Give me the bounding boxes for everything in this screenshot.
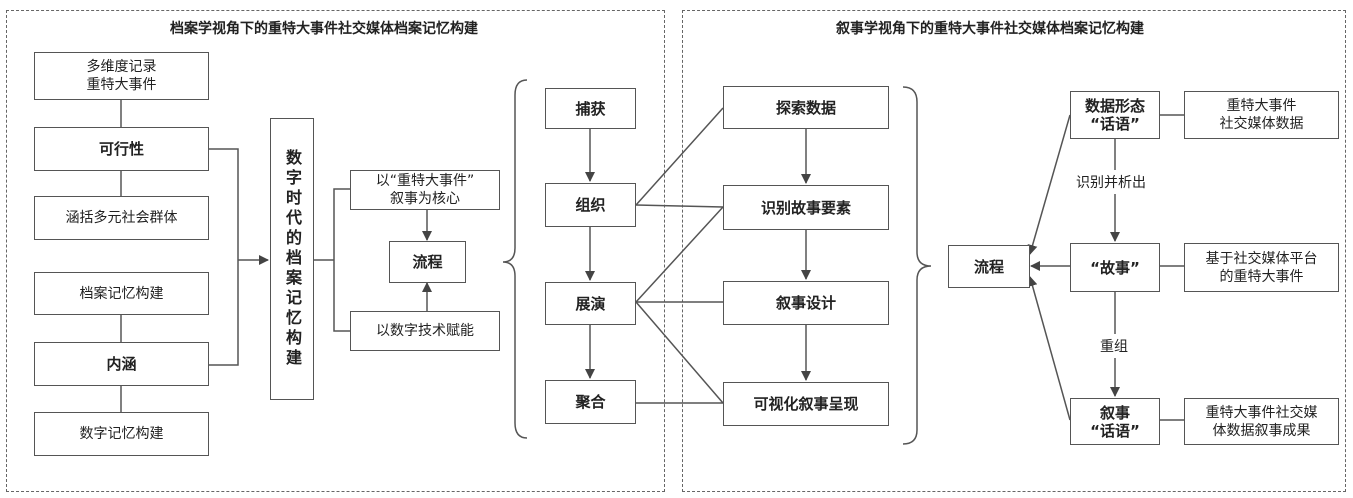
archival-perspective-panel [6,10,665,492]
data-form-discourse: 数据形态 “话语” [1070,91,1160,139]
left-process-box: 流程 [389,241,466,283]
step-exhibit: 展演 [545,282,636,325]
right-process-box: 流程 [948,245,1030,288]
digital-era-archive-memory: 数字时代的档案记忆构建 [270,118,314,400]
feasibility-box: 可行性 [34,127,209,171]
step-aggregate: 聚合 [545,380,636,424]
archival-perspective-title: 档案学视角下的重特大事件社交媒体档案记忆构建 [170,21,478,37]
archive-memory-construction: 档案记忆构建 [34,272,209,315]
feature-diverse-groups: 涵括多元社会群体 [34,196,209,240]
narrative-discourse: 叙事 “话语” [1070,398,1160,445]
data-form-description: 重特大事件 社交媒体数据 [1184,91,1339,139]
identify-extract-label: 识别并析出 [1076,170,1146,194]
digital-memory-construction: 数字记忆构建 [34,412,209,456]
feature-multidimensional-record: 多维度记录 重特大事件 [34,52,209,100]
story-box: “故事” [1070,243,1160,292]
digital-tech-empower-box: 以数字技术赋能 [350,311,500,351]
step-identify-story-elements: 识别故事要素 [723,185,889,230]
step-organize: 组织 [545,183,636,227]
narrative-core-box: 以“重特大事件” 叙事为核心 [350,170,500,210]
step-visual-narrative: 可视化叙事呈现 [723,382,889,426]
step-capture: 捕获 [545,88,636,129]
story-description: 基于社交媒体平台 的重特大事件 [1184,243,1339,292]
narrative-perspective-title: 叙事学视角下的重特大事件社交媒体档案记忆构建 [836,21,1144,37]
step-narrative-design: 叙事设计 [723,281,889,325]
recombine-label: 重组 [1100,334,1128,358]
connotation-box: 内涵 [34,342,209,386]
narrative-description: 重特大事件社交媒 体数据叙事成果 [1184,398,1339,445]
step-explore-data: 探索数据 [723,86,889,129]
